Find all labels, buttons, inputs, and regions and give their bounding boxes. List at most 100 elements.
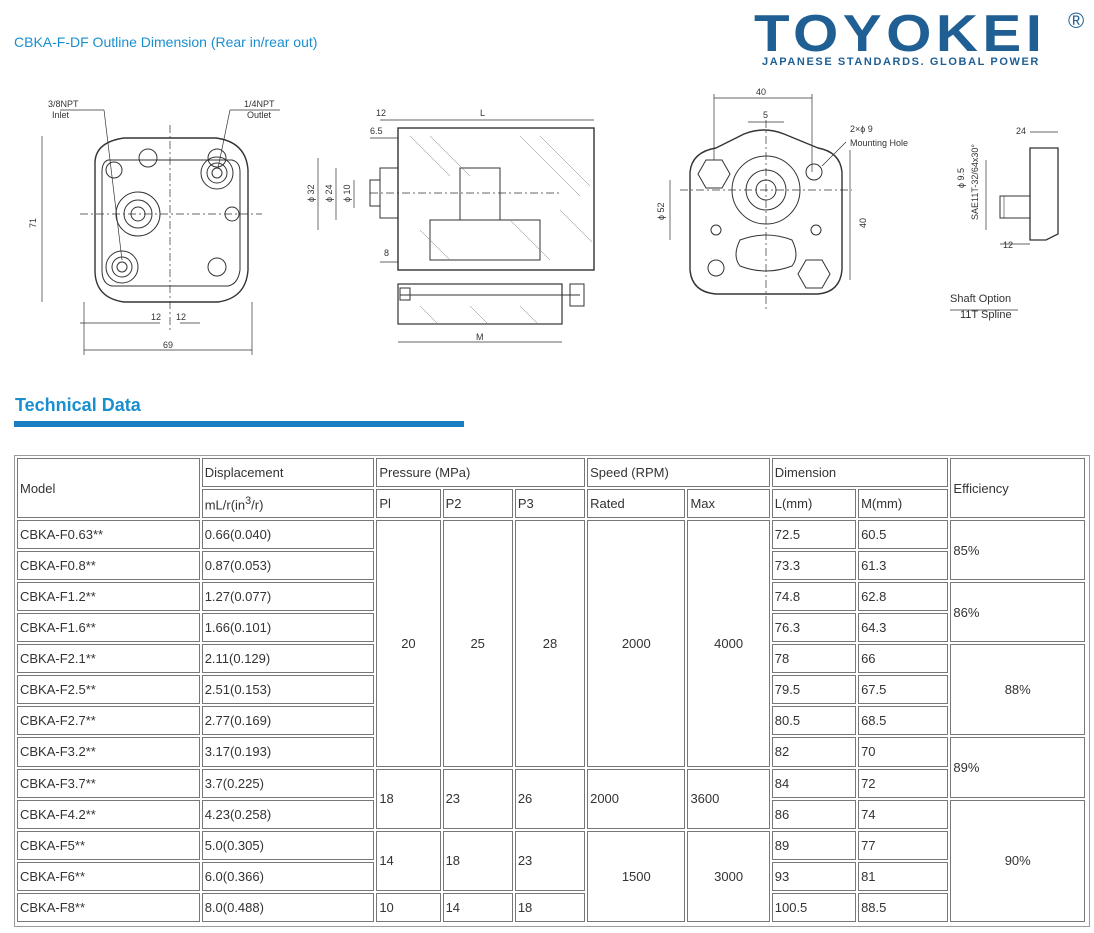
table-row: CBKA-F3.7** 3.7(0.225) 18 23 26 2000 360… <box>17 768 1085 829</box>
m-cell: 61.3 <box>858 551 949 581</box>
rear-view: 40 5 2×ϕ 9 Mounting Hole ϕ 52 40 <box>656 87 908 310</box>
l-cell: 89 <box>771 830 857 860</box>
displacement-cell: 1.27(0.077) <box>201 582 375 612</box>
mounting-holes-label: 2×ϕ 9 <box>850 124 873 134</box>
p1-cell: 14 <box>376 830 441 891</box>
p1-cell: 10 <box>376 892 441 922</box>
table-row: CBKA-F5** 5.0(0.305) 14 18 23 1500 3000 … <box>17 830 1085 922</box>
displacement-cell: 0.87(0.053) <box>201 551 375 581</box>
efficiency-cell: 86% <box>950 582 1085 643</box>
l-cell: 82 <box>771 737 857 767</box>
m-cell: 88.5 <box>858 892 949 922</box>
model-cell: CBKA-F6** <box>17 861 200 891</box>
header-p2: P2 <box>442 489 513 518</box>
displacement-cell: 2.51(0.153) <box>201 675 375 705</box>
rated-speed-cell: 1500 <box>587 830 686 922</box>
max-speed-cell: 3000 <box>687 830 770 922</box>
technical-data-heading: Technical Data <box>15 395 141 415</box>
displacement-cell: 4.23(0.258) <box>201 799 375 829</box>
displacement-cell: 3.7(0.225) <box>201 768 375 798</box>
m-cell: 70 <box>858 737 949 767</box>
l-cell: 93 <box>771 861 857 891</box>
m-cell: 60.5 <box>858 520 949 550</box>
m-cell: 81 <box>858 861 949 891</box>
l-cell: 74.8 <box>771 582 857 612</box>
page-title: CBKA-F-DF Outline Dimension (Rear in/rea… <box>14 34 318 50</box>
header-pressure: Pressure (MPa) <box>376 458 586 487</box>
shaft-dim-phi9-5: ϕ 9.5 <box>956 168 966 188</box>
m-cell: 64.3 <box>858 613 949 643</box>
section-divider <box>14 421 464 427</box>
m-cell: 67.5 <box>858 675 949 705</box>
p2-cell: 25 <box>442 520 513 767</box>
efficiency-cell: 88% <box>950 644 1085 736</box>
efficiency-cell: 89% <box>950 737 1085 798</box>
max-speed-cell: 3600 <box>687 768 770 829</box>
displacement-cell: 2.11(0.129) <box>201 644 375 674</box>
header-speed: Speed (RPM) <box>587 458 770 487</box>
shaft-dim-24: 24 <box>1016 126 1026 136</box>
table-row: CBKA-F4.2** 4.23(0.258) 86 74 90% <box>17 799 1085 922</box>
shaft-dim-12: 12 <box>1003 240 1013 250</box>
table-row: CBKA-F0.63** 0.66(0.040) 20 25 28 2000 4… <box>17 520 1085 767</box>
header-max: Max <box>687 489 770 518</box>
side-section-view: 12 L 6.5 ϕ 32 ϕ 24 ϕ 10 8 M <box>306 108 595 343</box>
max-speed-cell: 4000 <box>687 520 770 767</box>
toyokei-logo: TOYOKEI ® JAPANESE STANDARDS. GLOBAL POW… <box>752 6 1092 70</box>
shaft-option-view: 24 12 ϕ 9.5 SAE11T-32/64x30° Shaft Optio… <box>950 126 1059 321</box>
rated-speed-cell: 2000 <box>587 520 686 767</box>
model-cell: CBKA-F3.7** <box>17 768 200 798</box>
side-dim-phi32: ϕ 32 <box>306 184 316 202</box>
displacement-cell: 3.17(0.193) <box>201 737 375 767</box>
registered-mark: ® <box>1068 8 1085 33</box>
displacement-cell: 6.0(0.366) <box>201 861 375 891</box>
front-dim-12b: 12 <box>176 312 186 322</box>
header-displacement-unit: mL/r(in3/r) <box>201 489 375 518</box>
table-row: CBKA-F0.8** 0.87(0.053) 73.3 61.3 <box>17 551 1085 581</box>
m-cell: 66 <box>858 644 949 674</box>
l-cell: 80.5 <box>771 706 857 736</box>
shaft-spline-label: 11T Spline <box>960 309 1012 321</box>
table-row: CBKA-F2.7** 2.77(0.169) 80.5 68.5 <box>17 706 1085 736</box>
header-l: L(mm) <box>771 489 857 518</box>
m-cell: 68.5 <box>858 706 949 736</box>
outline-dimension-drawing: 3/8NPT Inlet 1/4NPT Outlet 71 12 12 69 <box>28 87 1059 355</box>
model-cell: CBKA-F2.5** <box>17 675 200 705</box>
l-cell: 79.5 <box>771 675 857 705</box>
model-cell: CBKA-F0.8** <box>17 551 200 581</box>
rear-dim-phi52: ϕ 52 <box>656 202 666 220</box>
displacement-cell: 0.66(0.040) <box>201 520 375 550</box>
displacement-cell: 5.0(0.305) <box>201 830 375 860</box>
rear-dim-5: 5 <box>763 110 768 120</box>
side-dim-6-5: 6.5 <box>370 126 383 136</box>
rated-speed-cell: 2000 <box>587 768 686 829</box>
model-cell: CBKA-F0.63** <box>17 520 200 550</box>
model-cell: CBKA-F2.7** <box>17 706 200 736</box>
model-cell: CBKA-F3.2** <box>17 737 200 767</box>
shaft-spline-spec: SAE11T-32/64x30° <box>970 144 980 220</box>
table-row: CBKA-F6** 6.0(0.366) 93 81 <box>17 861 1085 891</box>
l-cell: 84 <box>771 768 857 798</box>
side-dim-12: 12 <box>376 108 386 118</box>
header-rated: Rated <box>587 489 686 518</box>
displacement-cell: 1.66(0.101) <box>201 613 375 643</box>
p1-cell: 20 <box>376 520 441 767</box>
table-row: CBKA-F1.2** 1.27(0.077) 74.8 62.8 86% <box>17 582 1085 643</box>
l-cell: 100.5 <box>771 892 857 922</box>
header-efficiency: Efficiency <box>950 458 1085 518</box>
rear-dim-40: 40 <box>756 87 766 97</box>
rear-dim-v40: 40 <box>858 218 868 228</box>
l-cell: 86 <box>771 799 857 829</box>
p1-cell: 18 <box>376 768 441 829</box>
model-cell: CBKA-F8** <box>17 892 200 922</box>
p3-cell: 26 <box>514 768 586 829</box>
side-dim-phi10: ϕ 10 <box>342 184 352 202</box>
efficiency-cell: 85% <box>950 520 1085 581</box>
table-row: CBKA-F8** 8.0(0.488) 10 14 18 100.5 88.5 <box>17 892 1085 922</box>
l-cell: 73.3 <box>771 551 857 581</box>
table-row: CBKA-F1.6** 1.66(0.101) 76.3 64.3 <box>17 613 1085 643</box>
displacement-cell: 2.77(0.169) <box>201 706 375 736</box>
disp-unit-end: /r) <box>251 497 264 513</box>
table-row: CBKA-F2.5** 2.51(0.153) 79.5 67.5 <box>17 675 1085 705</box>
p3-cell: 18 <box>514 892 586 922</box>
